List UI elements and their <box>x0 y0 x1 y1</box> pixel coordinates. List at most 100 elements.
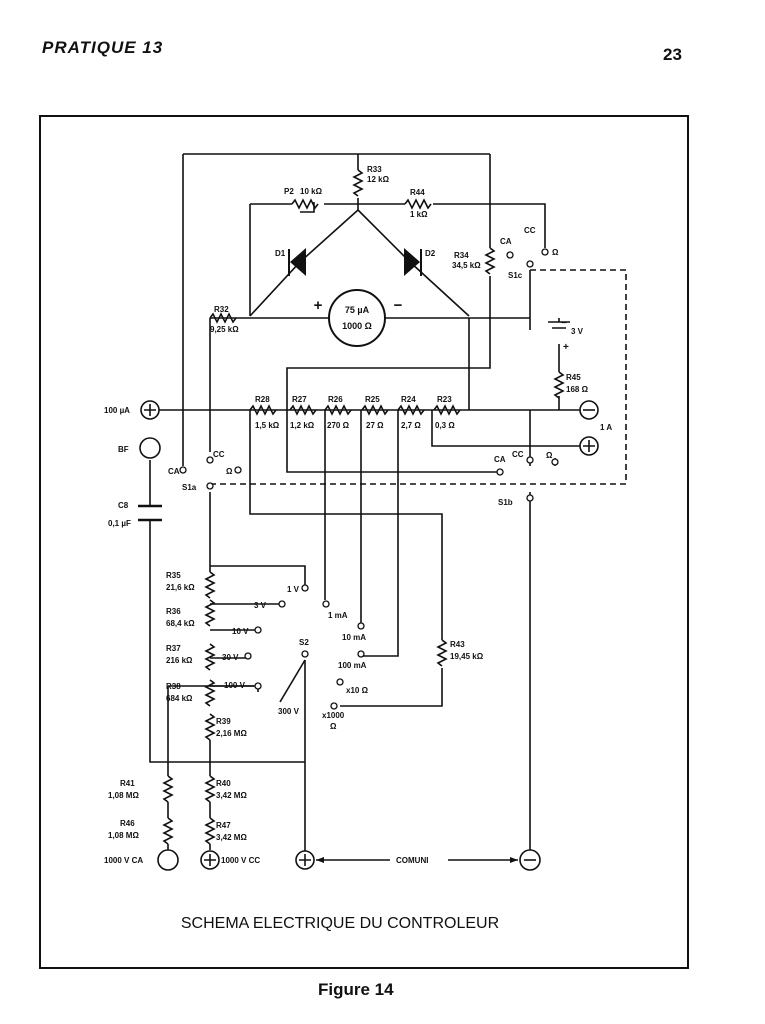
label-r36-value: 68,4 kΩ <box>166 619 195 628</box>
label-range-3v: 3 V <box>254 601 267 610</box>
label-bf: BF <box>118 445 129 454</box>
label-r44-value: 1 kΩ <box>410 210 428 219</box>
label-battery-value: 3 V <box>571 327 584 336</box>
label-range-x1000-unit: Ω <box>330 722 337 731</box>
label-d1: D1 <box>275 249 286 258</box>
label-s1a-ohm: Ω <box>226 467 233 476</box>
figure-caption: Figure 14 <box>318 980 394 999</box>
label-r35-value: 21,6 kΩ <box>166 583 195 592</box>
label-r23-name: R23 <box>437 395 452 404</box>
label-1a: 1 A <box>600 423 612 432</box>
label-r35-name: R35 <box>166 571 181 580</box>
label-r26-name: R26 <box>328 395 343 404</box>
terminal-bf-icon <box>139 437 161 459</box>
label-r38-value: 684 kΩ <box>166 694 193 703</box>
meter-resistance: 1000 Ω <box>342 321 372 331</box>
label-r27-name: R27 <box>292 395 307 404</box>
label-s1a-cc: CC <box>213 450 225 459</box>
label-r44-name: R44 <box>410 188 425 197</box>
label-range-30v: 30 V <box>222 653 239 662</box>
resistor-r47 <box>205 817 215 845</box>
label-r46-name: R46 <box>120 819 135 828</box>
resistor-r44 <box>404 199 432 209</box>
resistor-r43 <box>437 639 447 667</box>
label-r32-name: R32 <box>214 305 229 314</box>
resistor-r38 <box>205 679 215 707</box>
label-r27-value: 1,2 kΩ <box>290 421 315 430</box>
label-range-10ma: 10 mA <box>342 633 366 642</box>
capacitor-c8-icon <box>138 504 162 522</box>
resistor-r45 <box>554 371 564 399</box>
running-header: PRATIQUE 13 <box>42 38 164 57</box>
label-r26-value: 270 Ω <box>327 421 350 430</box>
label-s1a-ca: CA <box>168 467 180 476</box>
label-r40-value: 3,42 MΩ <box>216 791 247 800</box>
label-s2: S2 <box>299 638 309 647</box>
label-r41-name: R41 <box>120 779 135 788</box>
schematic-title: SCHEMA ELECTRIQUE DU CONTROLEUR <box>181 915 499 932</box>
label-r46-value: 1,08 MΩ <box>108 831 139 840</box>
label-d2: D2 <box>425 249 436 258</box>
label-s1b-ohm: Ω <box>546 451 553 460</box>
label-comuni: COMUNI <box>396 856 428 865</box>
label-r34-value: 34,5 kΩ <box>452 261 481 270</box>
label-r38-name: R38 <box>166 682 181 691</box>
label-r37-name: R37 <box>166 644 181 653</box>
label-r28-name: R28 <box>255 395 270 404</box>
label-r45-name: R45 <box>566 373 581 382</box>
potentiometer-wiper <box>300 202 315 213</box>
label-s1b-ca: CA <box>494 455 506 464</box>
label-r43-value: 19,45 kΩ <box>450 652 484 661</box>
terminal-negative-icon <box>579 400 599 420</box>
terminal-1000vcc-icon <box>200 850 220 870</box>
range-taps <box>249 410 443 707</box>
resistor-r35 <box>205 571 215 599</box>
resistor-r39 <box>205 713 215 741</box>
label-range-1ma: 1 mA <box>328 611 348 620</box>
label-c8-name: C8 <box>118 501 129 510</box>
label-s1b-cc: CC <box>512 450 524 459</box>
label-p2-name: P2 <box>284 187 294 196</box>
diode-d1-icon <box>288 248 306 276</box>
label-r23-value: 0,3 Ω <box>435 421 455 430</box>
terminal-1a-icon <box>579 436 599 456</box>
label-s1b: S1b <box>498 498 513 507</box>
label-r37-value: 216 kΩ <box>166 656 193 665</box>
label-1000vcc: 1000 V CC <box>221 856 260 865</box>
label-r40-name: R40 <box>216 779 231 788</box>
label-s1c: S1c <box>508 271 523 280</box>
label-r39-value: 2,16 MΩ <box>216 729 247 738</box>
label-r32-value: 9,25 kΩ <box>210 325 239 334</box>
label-range-100ma: 100 mA <box>338 661 367 670</box>
resistor-r41 <box>163 775 173 803</box>
switch-contacts <box>179 248 559 710</box>
label-p2-value: 10 kΩ <box>300 187 323 196</box>
label-range-100v: 100 V <box>224 681 246 690</box>
label-r28-value: 1,5 kΩ <box>255 421 280 430</box>
label-range-x1000: x1000 <box>322 711 345 720</box>
switch-linkage-dashed <box>210 269 627 485</box>
label-r33-name: R33 <box>367 165 382 174</box>
meter-icon <box>328 289 386 347</box>
label-r47-value: 3,42 MΩ <box>216 833 247 842</box>
meter-minus: − <box>394 297 403 314</box>
label-range-10v: 10 V <box>232 627 249 636</box>
label-r41-value: 1,08 MΩ <box>108 791 139 800</box>
resistor-r34 <box>485 247 495 275</box>
label-r36-name: R36 <box>166 607 181 616</box>
label-100ua: 100 µA <box>104 406 130 415</box>
meter-plus: + <box>314 297 323 314</box>
label-r24-value: 2,7 Ω <box>401 421 421 430</box>
label-range-300v: 300 V <box>278 707 300 716</box>
label-s1c-cc: CC <box>524 226 536 235</box>
terminal-1000vca-icon <box>157 849 179 871</box>
label-1000vca: 1000 V CA <box>104 856 143 865</box>
terminal-100ua-icon <box>140 400 160 420</box>
label-r39-name: R39 <box>216 717 231 726</box>
resistor-r37 <box>205 643 215 671</box>
label-r34-name: R34 <box>454 251 469 260</box>
label-s1c-ca: CA <box>500 237 512 246</box>
label-c8-value: 0,1 µF <box>108 519 131 528</box>
label-r47-name: R47 <box>216 821 231 830</box>
